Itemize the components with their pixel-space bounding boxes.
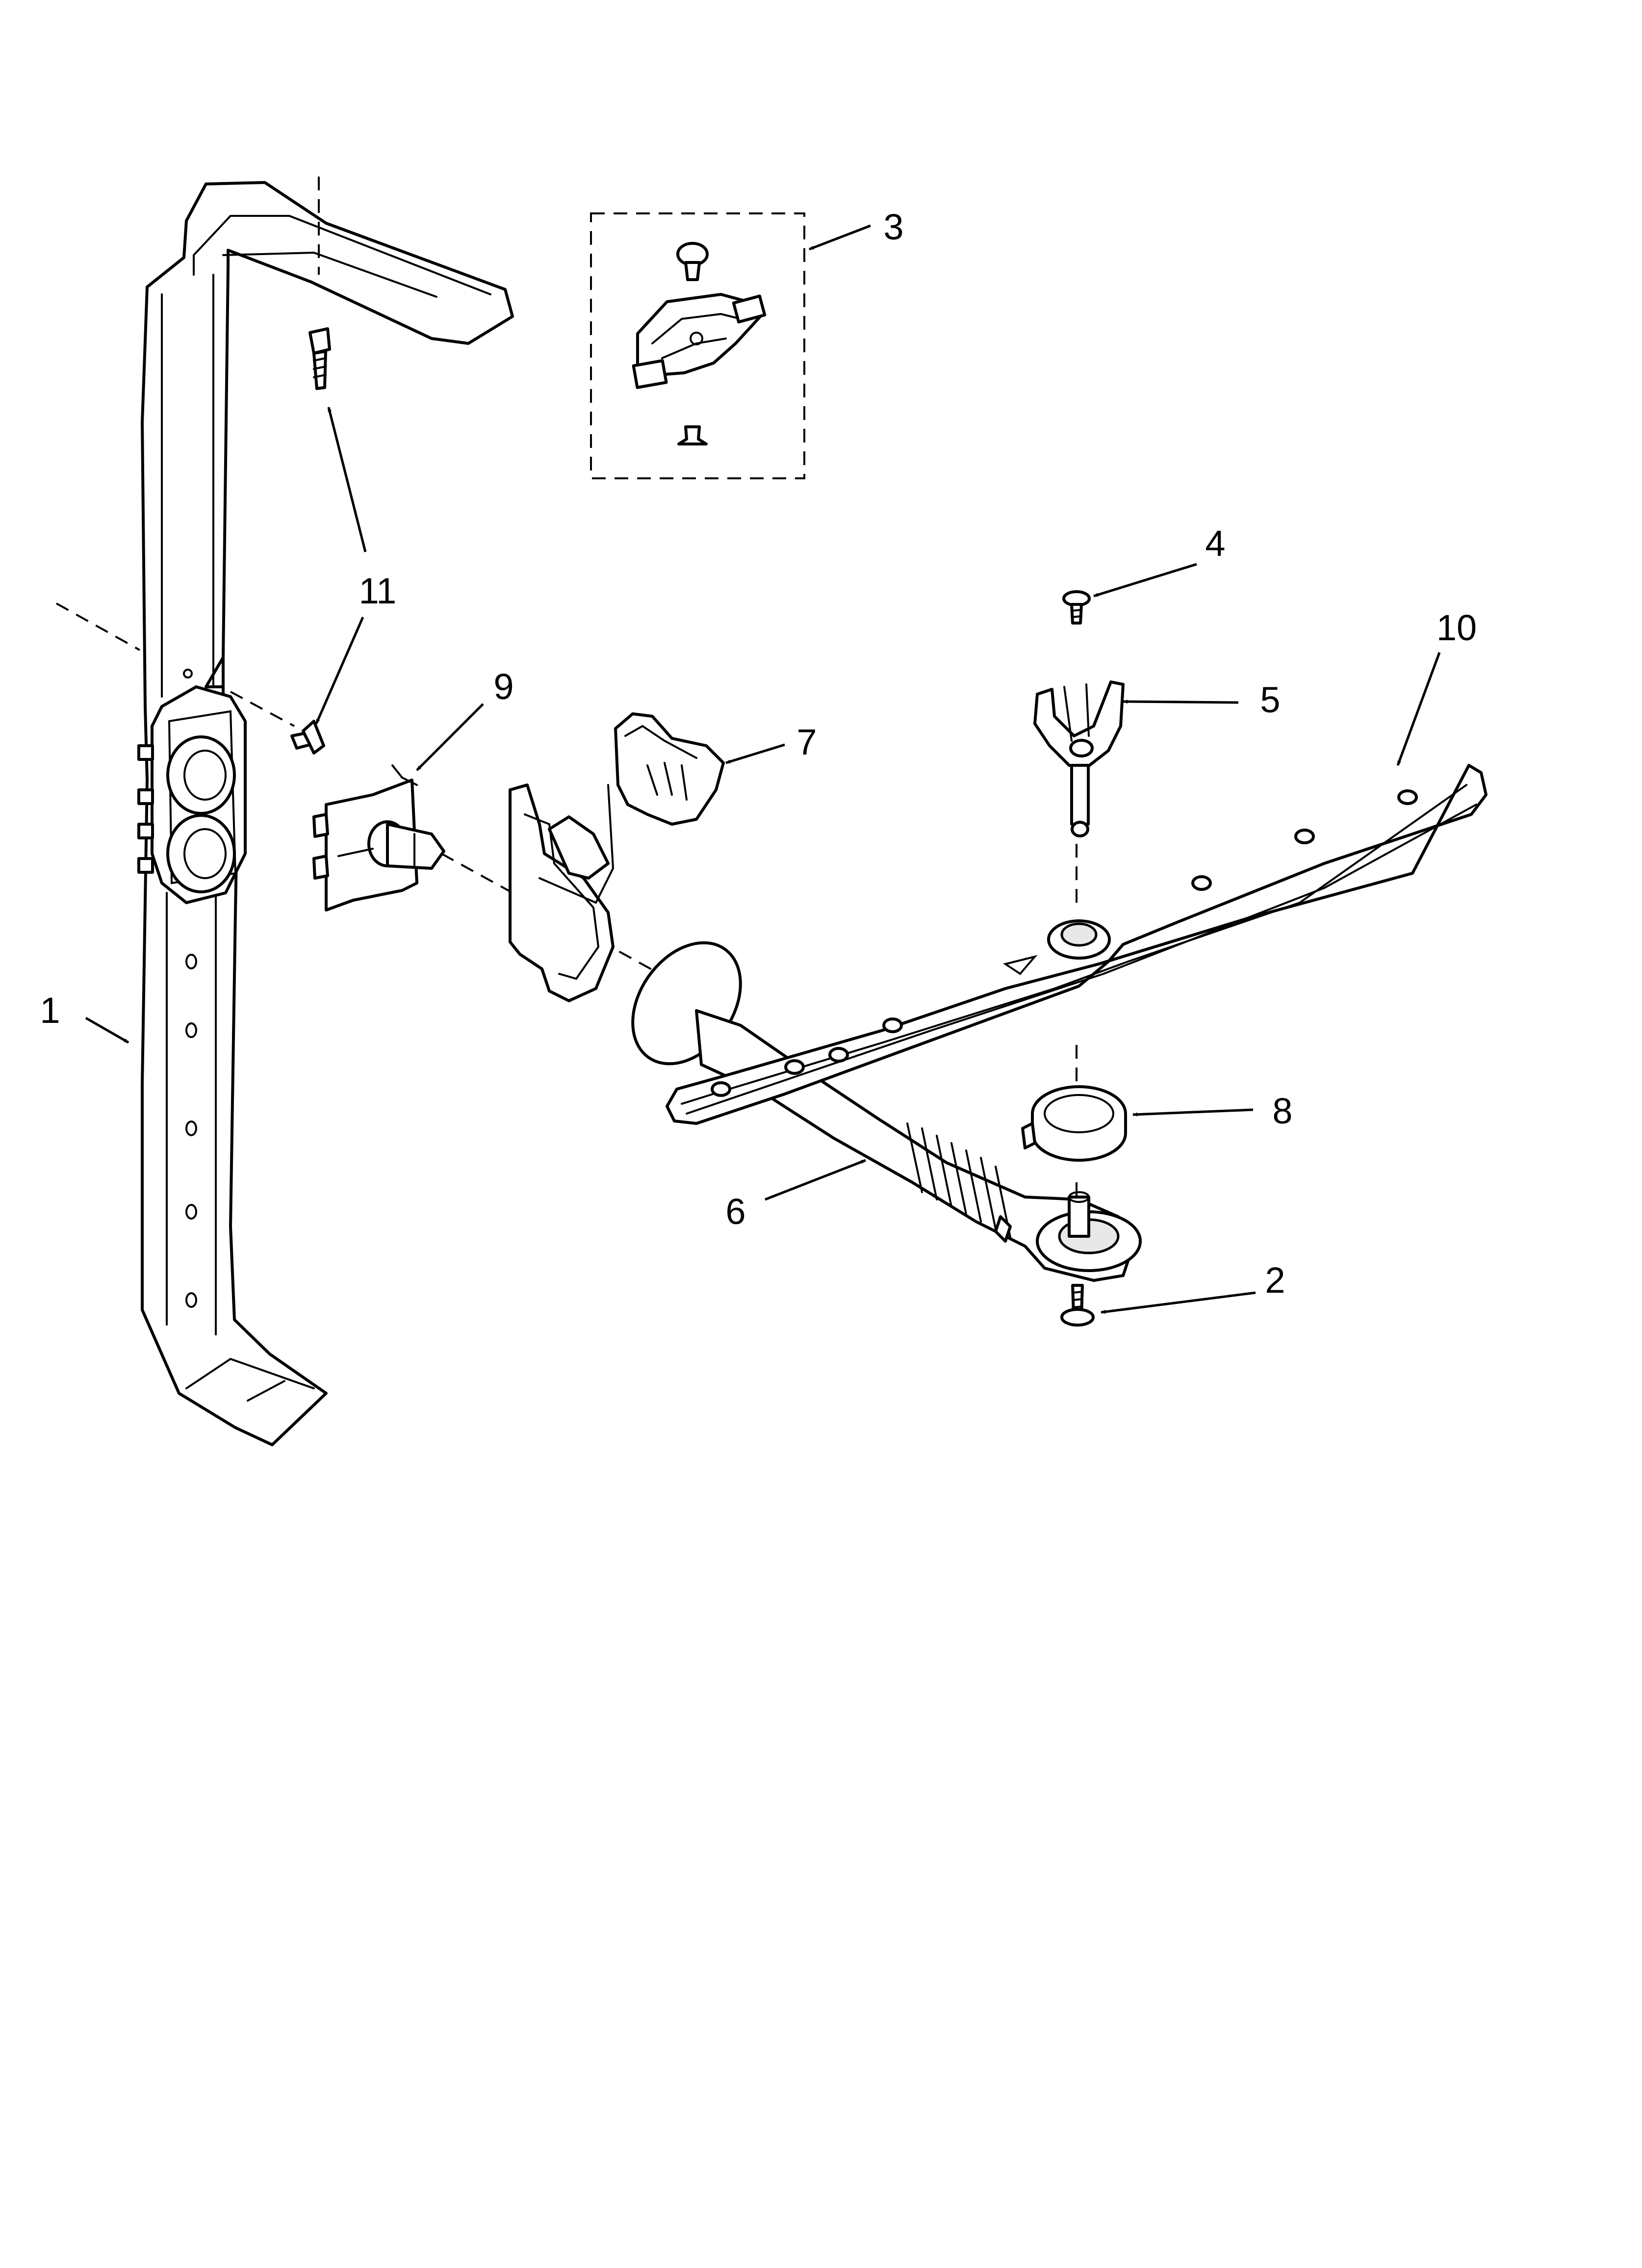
callout-1: 1	[40, 990, 60, 1031]
screw-bottom	[1060, 1284, 1095, 1327]
leader-6	[765, 1159, 866, 1201]
rack-bracket	[509, 712, 725, 1002]
leader-8	[1132, 1108, 1254, 1117]
leader-9	[416, 703, 484, 771]
arm-retainer	[1033, 680, 1125, 837]
screw-upper	[308, 327, 331, 390]
leader-5	[1123, 700, 1239, 704]
callout-numbers: 1 2 3 4 5 6 7 8 9 10 11	[40, 207, 1477, 1301]
leader-10	[1396, 652, 1441, 766]
callout-2: 2	[1265, 1260, 1285, 1301]
clip-kit	[590, 212, 805, 479]
callout-11: 11	[359, 571, 397, 611]
callout-6: 6	[725, 1191, 745, 1232]
callout-5: 5	[1260, 679, 1280, 720]
screw-lower	[290, 720, 325, 755]
mount-bracket	[312, 764, 445, 912]
callout-10: 10	[1437, 607, 1477, 648]
bearing-ring	[1021, 1085, 1127, 1162]
supply-tube	[137, 181, 514, 1446]
callout-4: 4	[1205, 523, 1225, 564]
spray-arm	[666, 764, 1488, 1125]
leader-11-lower	[315, 616, 364, 725]
callout-9: 9	[493, 666, 513, 707]
callout-8: 8	[1272, 1091, 1292, 1131]
screw-top	[1062, 590, 1091, 625]
callout-3: 3	[883, 207, 903, 247]
leader-11-upper	[327, 407, 367, 552]
leader-1	[85, 1017, 129, 1044]
leader-2	[1101, 1291, 1256, 1314]
leader-4	[1093, 563, 1197, 598]
leader-3	[809, 224, 871, 251]
callout-7: 7	[796, 722, 817, 762]
leader-lines	[85, 224, 1441, 1314]
leader-7	[725, 743, 785, 764]
